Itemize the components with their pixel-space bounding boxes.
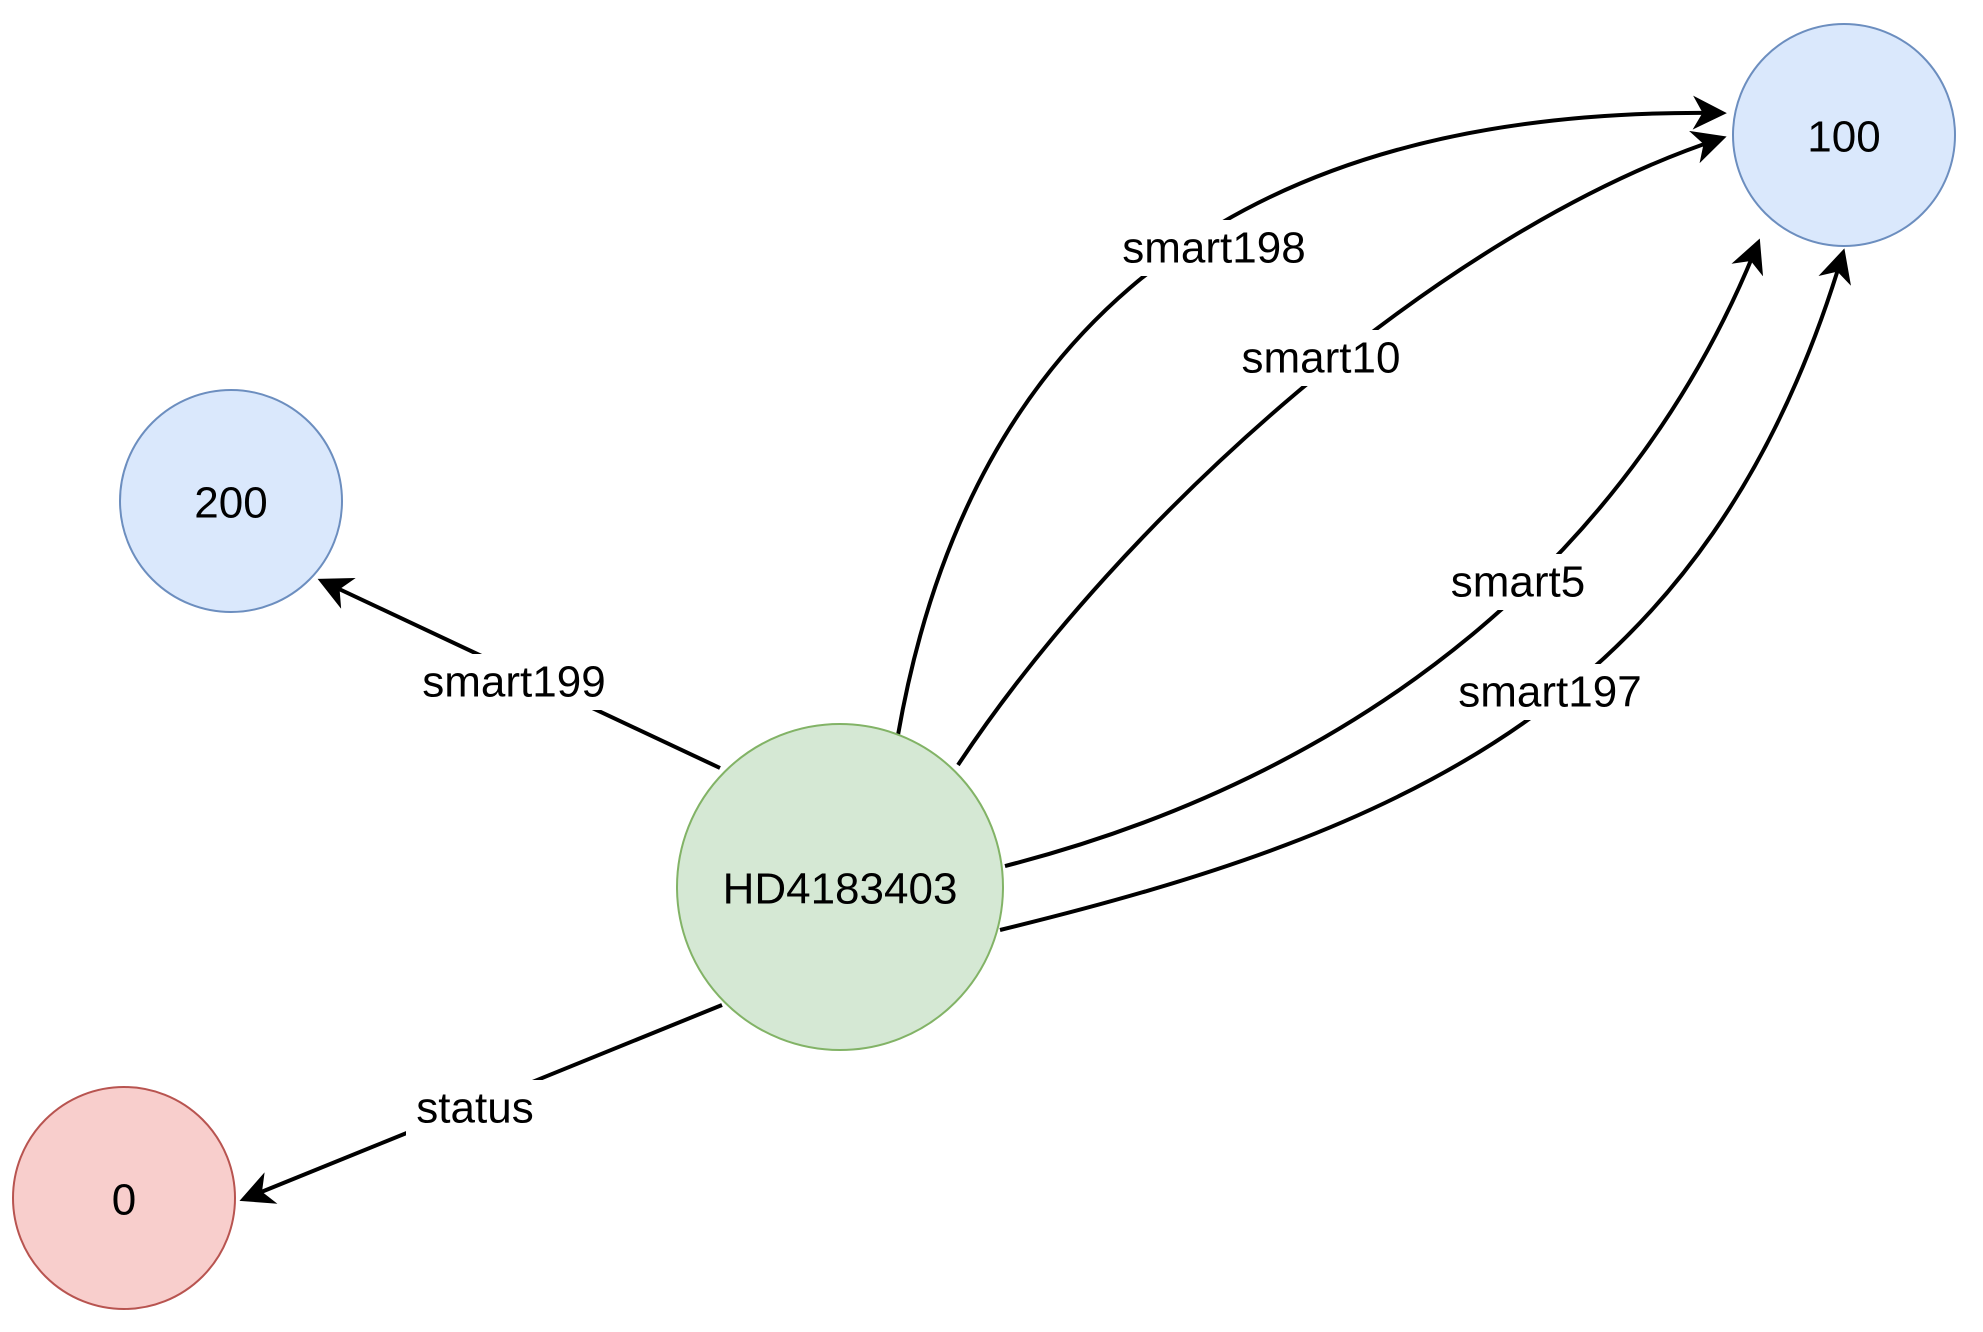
- node-200-circle[interactable]: [119, 389, 343, 613]
- node-100-label: 100: [1807, 113, 1880, 162]
- edge-label-smart197: smart197: [1444, 664, 1656, 720]
- node-100[interactable]: 100: [1732, 23, 1956, 247]
- node-hd4183403[interactable]: HD4183403: [676, 723, 1004, 1051]
- edge-label-smart5: smart5: [1438, 554, 1598, 610]
- node-200[interactable]: 200: [119, 389, 343, 613]
- node-0[interactable]: 0: [12, 1086, 236, 1310]
- edge-label-smart199-text: smart199: [422, 658, 605, 707]
- edge-label-smart199: smart199: [408, 654, 620, 710]
- node-100-circle[interactable]: [1732, 23, 1956, 247]
- edge-labels: smart198 smart10 smart5 smart197 smart19…: [406, 220, 1656, 1136]
- edge-label-smart197-text: smart197: [1458, 668, 1641, 717]
- node-hd4183403-circle[interactable]: [676, 723, 1004, 1051]
- edge-label-smart198: smart198: [1108, 220, 1320, 276]
- node-200-label: 200: [194, 479, 267, 528]
- edge-smart197[interactable]: [999, 248, 1851, 932]
- nodes: HD4183403 100 200 0: [12, 23, 1956, 1310]
- edge-label-status-text: status: [416, 1084, 533, 1133]
- edge-label-smart10-text: smart10: [1242, 334, 1401, 383]
- edge-label-smart5-text: smart5: [1451, 558, 1585, 607]
- edge-smart5[interactable]: [1004, 238, 1764, 868]
- edge-label-smart198-text: smart198: [1122, 224, 1305, 273]
- edge-smart198[interactable]: [896, 95, 1727, 736]
- edge-label-smart10: smart10: [1228, 330, 1414, 386]
- edge-label-status: status: [406, 1080, 544, 1136]
- node-hd4183403-label: HD4183403: [723, 865, 958, 914]
- node-0-label: 0: [112, 1176, 136, 1225]
- node-0-circle[interactable]: [12, 1086, 236, 1310]
- edge-smart10[interactable]: [956, 130, 1727, 767]
